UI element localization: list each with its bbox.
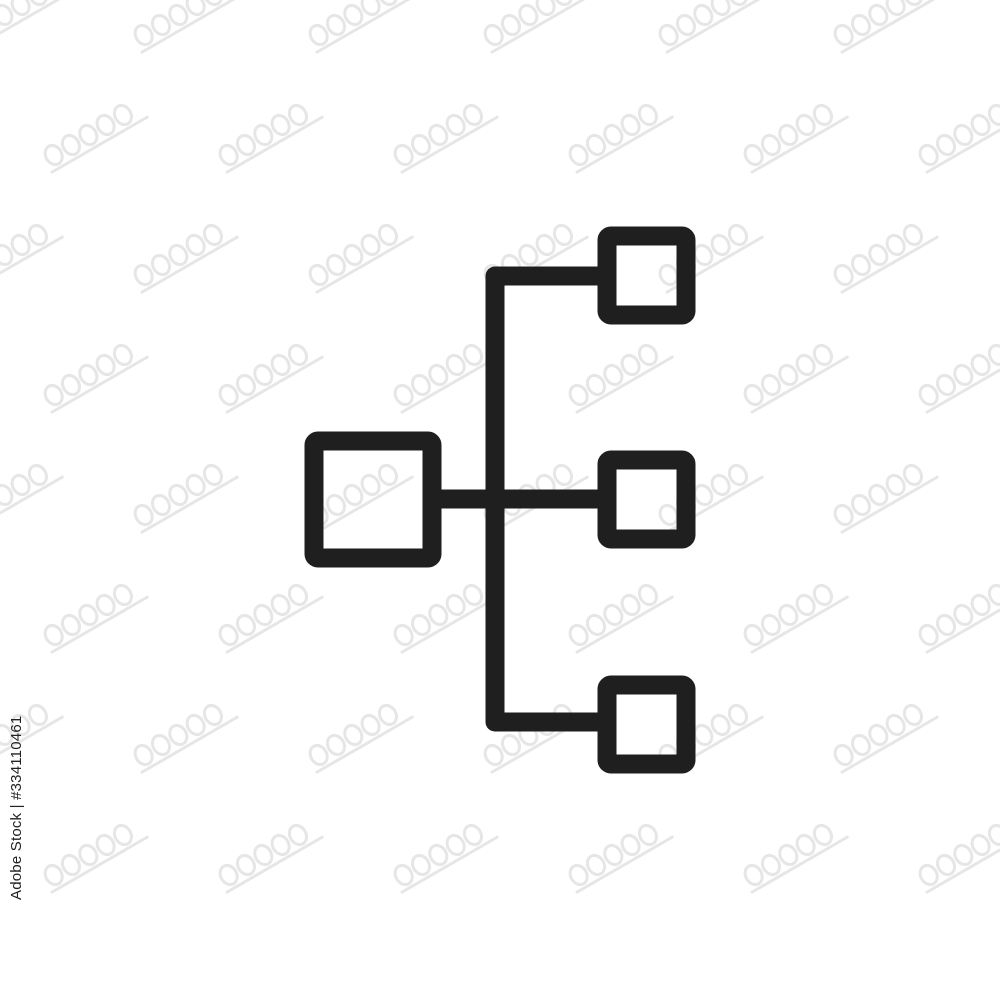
- child-node-top-square: [597, 226, 696, 325]
- child-node-bottom-square: [597, 675, 696, 774]
- child-node-middle-square: [597, 450, 696, 549]
- stock-id-label: Adobe Stock | #334110461: [8, 715, 25, 900]
- vertical-branch-line: [485, 266, 607, 732]
- root-node-square: [304, 431, 442, 568]
